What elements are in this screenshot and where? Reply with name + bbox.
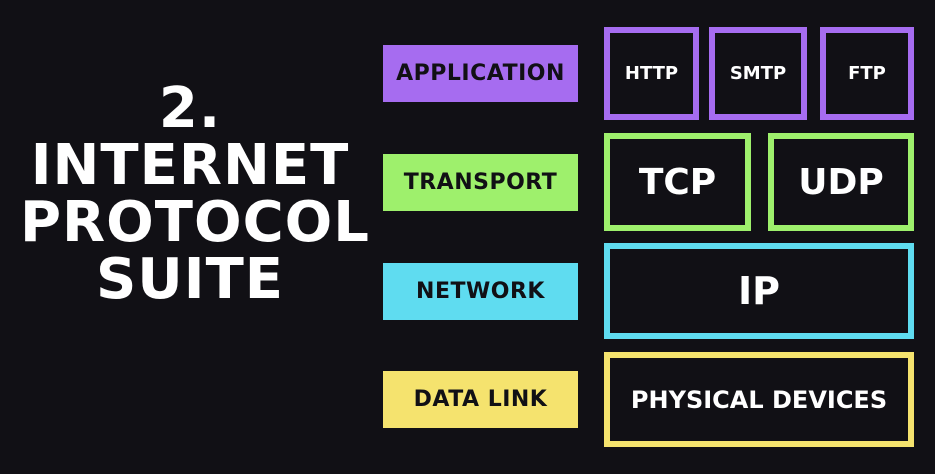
title-line-protocol: PROTOCOL — [20, 190, 370, 255]
layer-label-application: APPLICATION — [383, 45, 578, 102]
title-line-internet: INTERNET — [30, 133, 350, 198]
title-line-suite: SUITE — [95, 247, 285, 312]
protocol-box-ip: IP — [604, 243, 914, 339]
protocol-box-http: HTTP — [604, 27, 699, 120]
layer-label-transport: TRANSPORT — [383, 154, 578, 211]
title-number: 2. — [158, 76, 222, 141]
protocol-box-tcp: TCP — [604, 133, 751, 231]
layer-label-data-link: DATA LINK — [383, 371, 578, 428]
protocol-box-physical-devices: PHYSICAL DEVICES — [604, 352, 914, 447]
protocol-box-udp: UDP — [768, 133, 914, 231]
diagram-title: 2. INTERNET PROTOCOL SUITE — [20, 76, 370, 312]
protocol-box-smtp: SMTP — [709, 27, 807, 120]
protocol-box-ftp: FTP — [820, 27, 914, 120]
layer-label-network: NETWORK — [383, 263, 578, 320]
